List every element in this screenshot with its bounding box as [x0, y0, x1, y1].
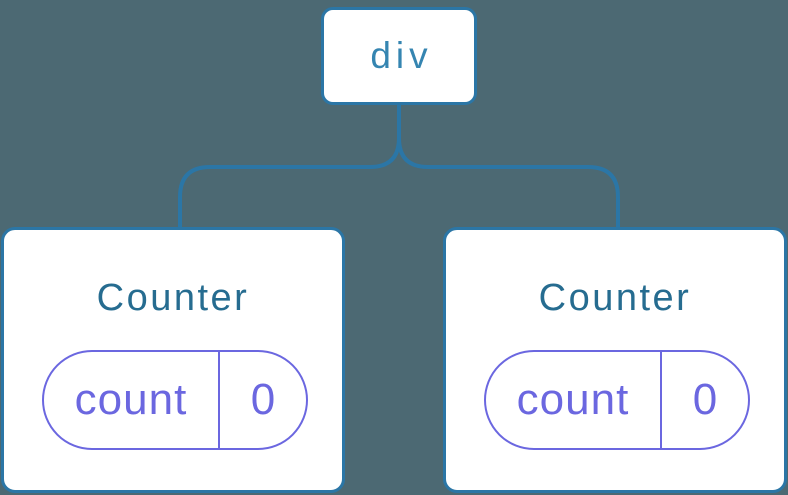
- counter-right-title: Counter: [538, 277, 692, 319]
- state-name-label: count: [516, 375, 630, 424]
- node-div: div: [321, 7, 477, 105]
- state-name-label: count: [74, 375, 188, 424]
- node-counter-left: Counter count 0: [1, 227, 345, 493]
- counter-left-title: Counter: [96, 277, 250, 319]
- pill-divider: [218, 352, 220, 448]
- pill-divider: [660, 352, 662, 448]
- connector-left-branch: [178, 103, 401, 229]
- counter-left-state-pill: count 0: [42, 350, 308, 450]
- counter-right-state-pill: count 0: [484, 350, 750, 450]
- node-counter-right: Counter count 0: [443, 227, 787, 493]
- state-value-label: 0: [250, 375, 276, 424]
- connector-right-branch: [397, 103, 620, 229]
- node-div-label: div: [370, 35, 433, 76]
- state-value-label: 0: [692, 375, 718, 424]
